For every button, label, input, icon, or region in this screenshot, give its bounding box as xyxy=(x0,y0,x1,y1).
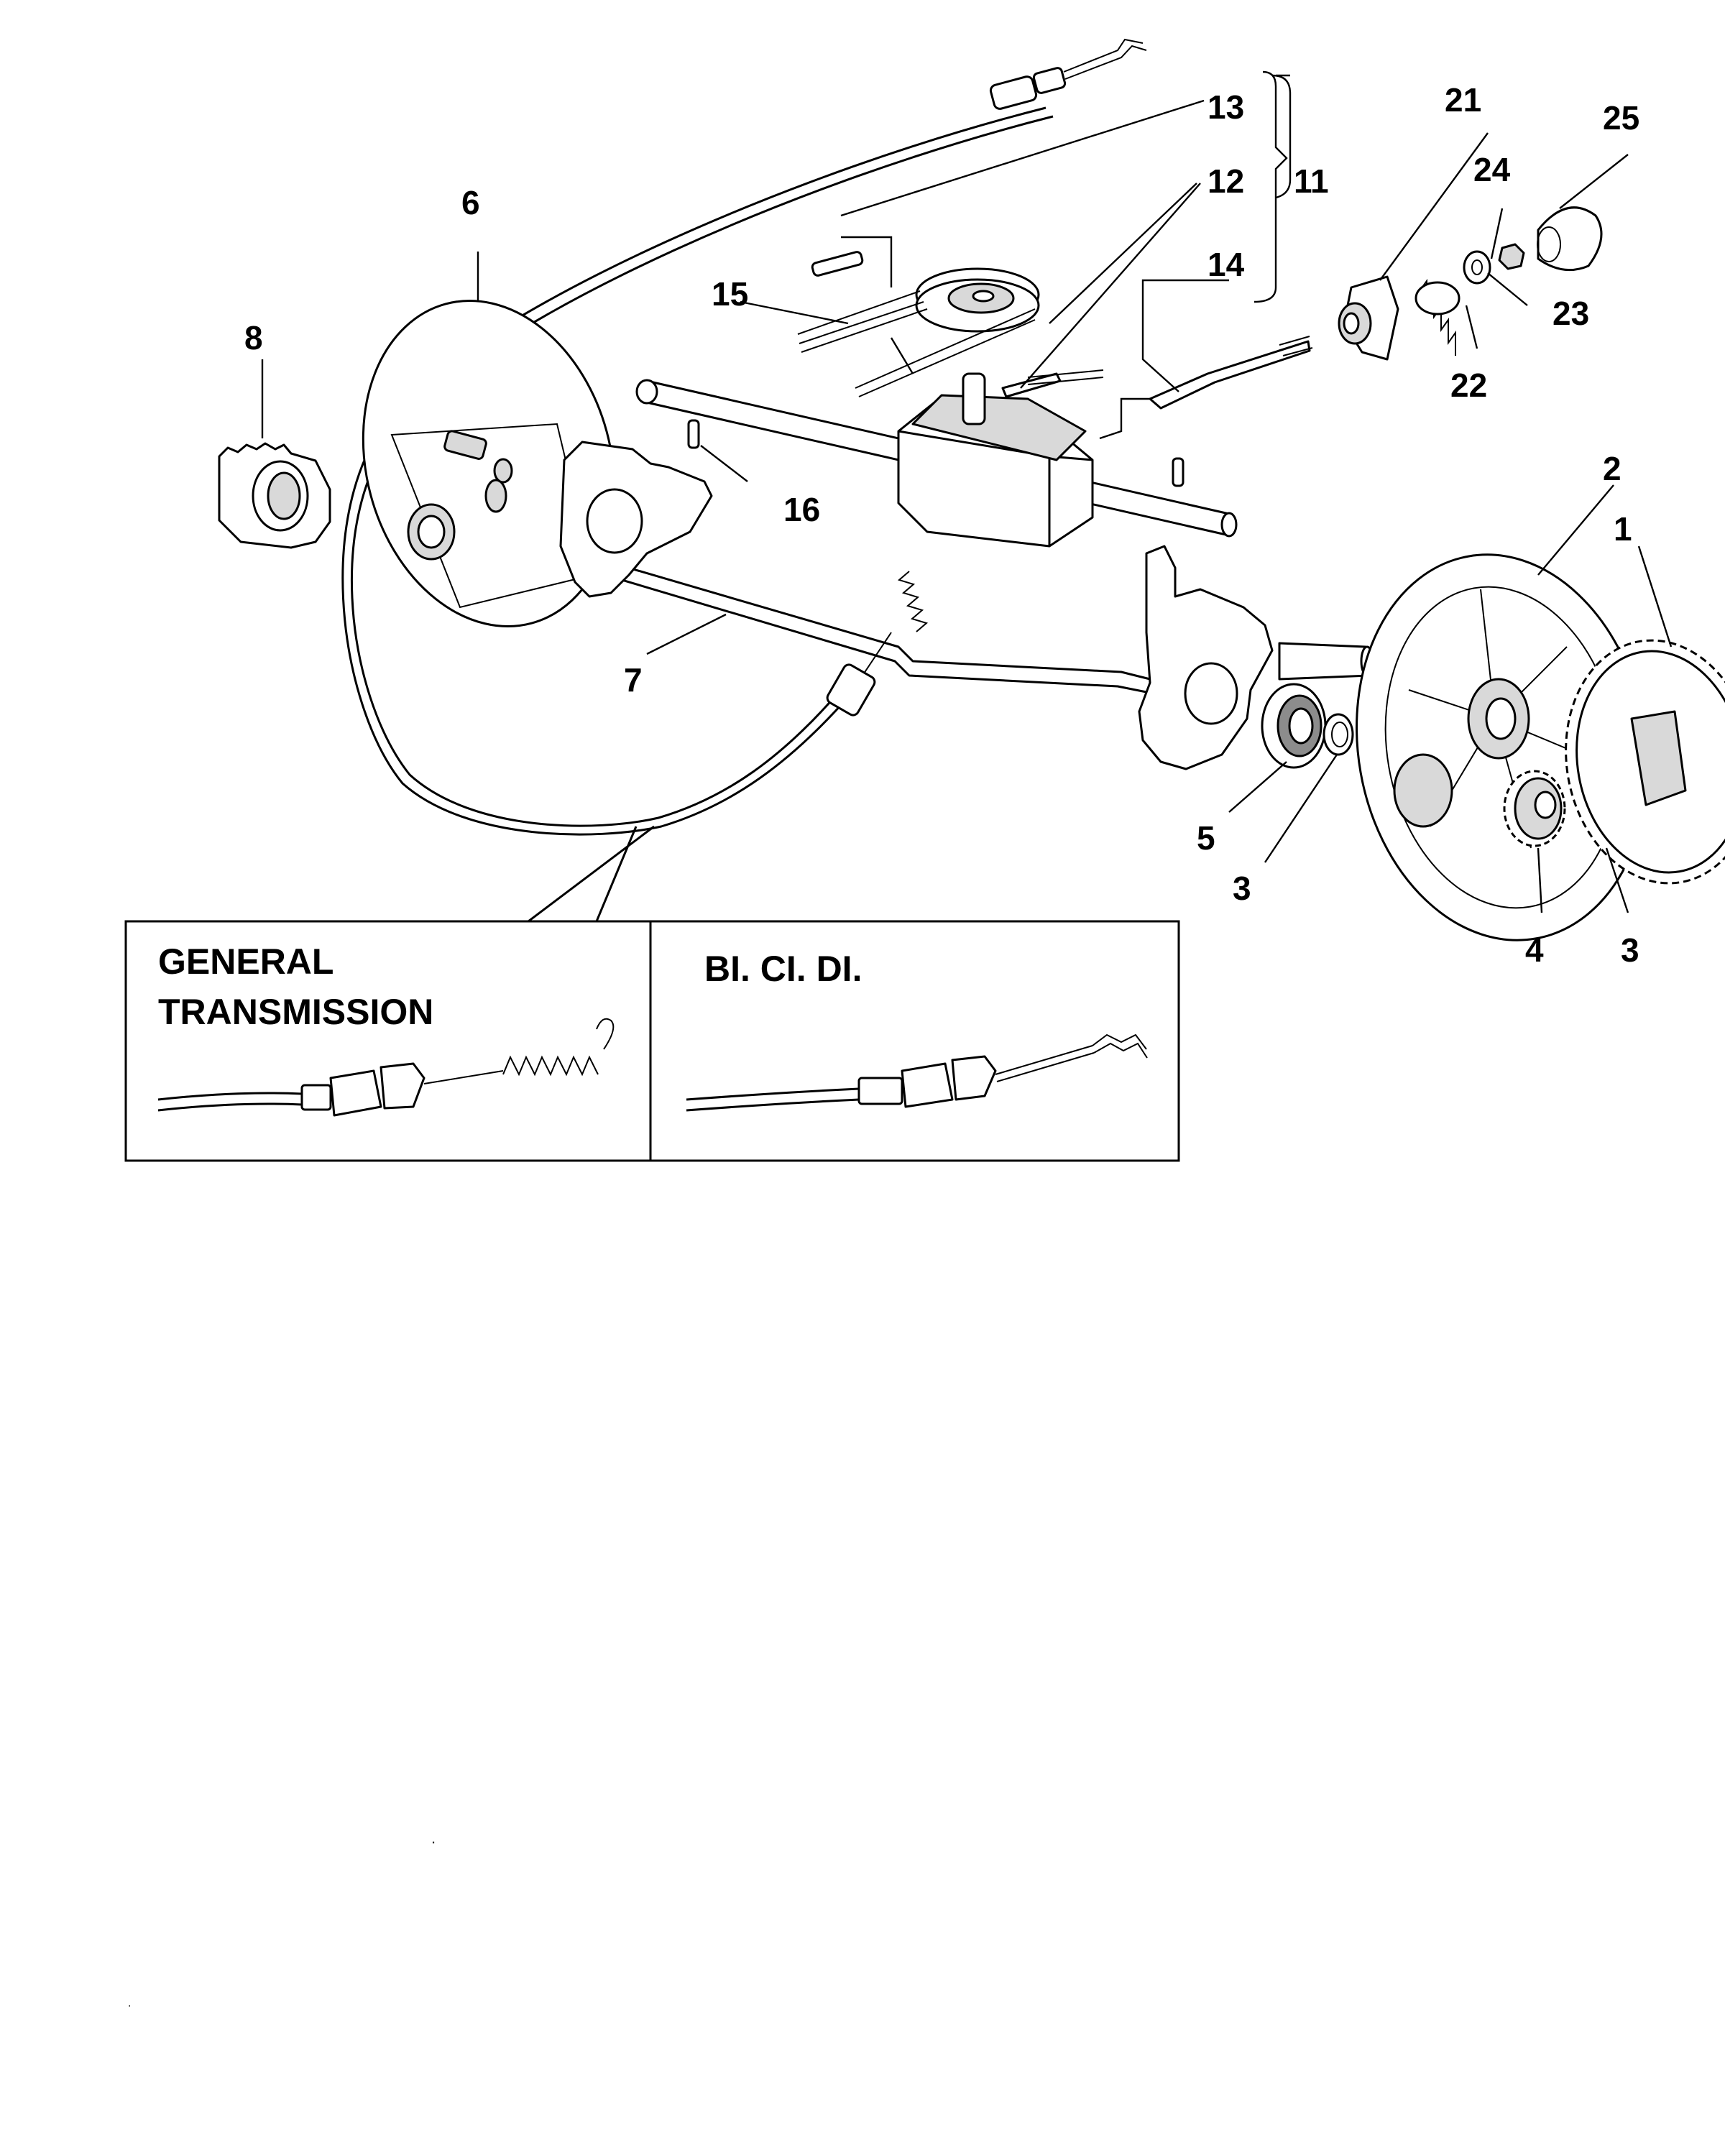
general-transmission-cable xyxy=(157,1018,615,1117)
part-23-washer xyxy=(1463,250,1491,285)
cable-spring xyxy=(826,571,929,717)
bicidi-cable xyxy=(686,1033,1148,1112)
part-16-pin xyxy=(687,419,700,449)
part-5-bearing xyxy=(1261,683,1327,769)
inset-label-bicidi: BI. CI. DI. xyxy=(704,949,862,989)
callout-11: 11 xyxy=(1294,162,1329,200)
part-1-ring-gear xyxy=(1565,639,1725,885)
part-25-cap xyxy=(1537,206,1603,272)
callout-1: 1 xyxy=(1614,510,1632,548)
callout-3b: 3 xyxy=(1621,931,1639,969)
callout-12: 12 xyxy=(1208,162,1244,200)
part-13-pin xyxy=(811,251,864,277)
part-15-belt xyxy=(797,290,1036,397)
callout-7: 7 xyxy=(624,661,643,699)
part-22-spring xyxy=(1414,278,1460,356)
callout-21: 21 xyxy=(1445,81,1481,119)
part-21-bracket xyxy=(1338,275,1399,361)
callout-2: 2 xyxy=(1603,450,1622,487)
cable-variants-inset: GENERAL TRANSMISSION BI. CI. DI. xyxy=(124,825,1180,1162)
part-16-pin-b xyxy=(1172,457,1184,487)
callout-23: 23 xyxy=(1552,295,1589,332)
part-24-nut xyxy=(1498,243,1525,270)
callout-3a: 3 xyxy=(1233,870,1251,907)
part-12-pulley xyxy=(915,267,1040,333)
callout-15: 15 xyxy=(712,275,748,313)
stray-dot-2: . xyxy=(128,1997,131,2009)
callout-labels: 1 2 3 3 4 5 6 7 8 11 12 13 14 15 16 21 2… xyxy=(244,81,1639,969)
part-2-wheel-hub xyxy=(1356,553,1649,941)
callout-8: 8 xyxy=(244,319,263,356)
gearbox-assembly xyxy=(635,369,1238,548)
part-6-wheel-cover xyxy=(362,300,616,627)
callout-24: 24 xyxy=(1473,151,1511,188)
leader-lines xyxy=(261,70,1673,913)
callout-25: 25 xyxy=(1603,99,1639,137)
part-4-pinion xyxy=(1503,770,1566,847)
part-8-pinion xyxy=(218,442,331,549)
callout-22: 22 xyxy=(1450,367,1487,404)
callout-6: 6 xyxy=(461,184,480,221)
callout-4: 4 xyxy=(1525,931,1544,969)
part-7-rear-axle xyxy=(559,441,1374,770)
control-cable xyxy=(341,38,1147,836)
callout-13: 13 xyxy=(1208,88,1244,126)
callout-16: 16 xyxy=(783,491,820,528)
callout-14: 14 xyxy=(1208,246,1245,283)
inset-label-transmission: TRANSMISSION xyxy=(158,992,433,1032)
part-14-lever-rod xyxy=(1149,336,1313,410)
part-3-ring-a xyxy=(1322,713,1354,756)
callout-5: 5 xyxy=(1197,819,1215,857)
stray-dot-1: . xyxy=(431,1829,436,1847)
inset-label-general: GENERAL xyxy=(158,941,334,982)
